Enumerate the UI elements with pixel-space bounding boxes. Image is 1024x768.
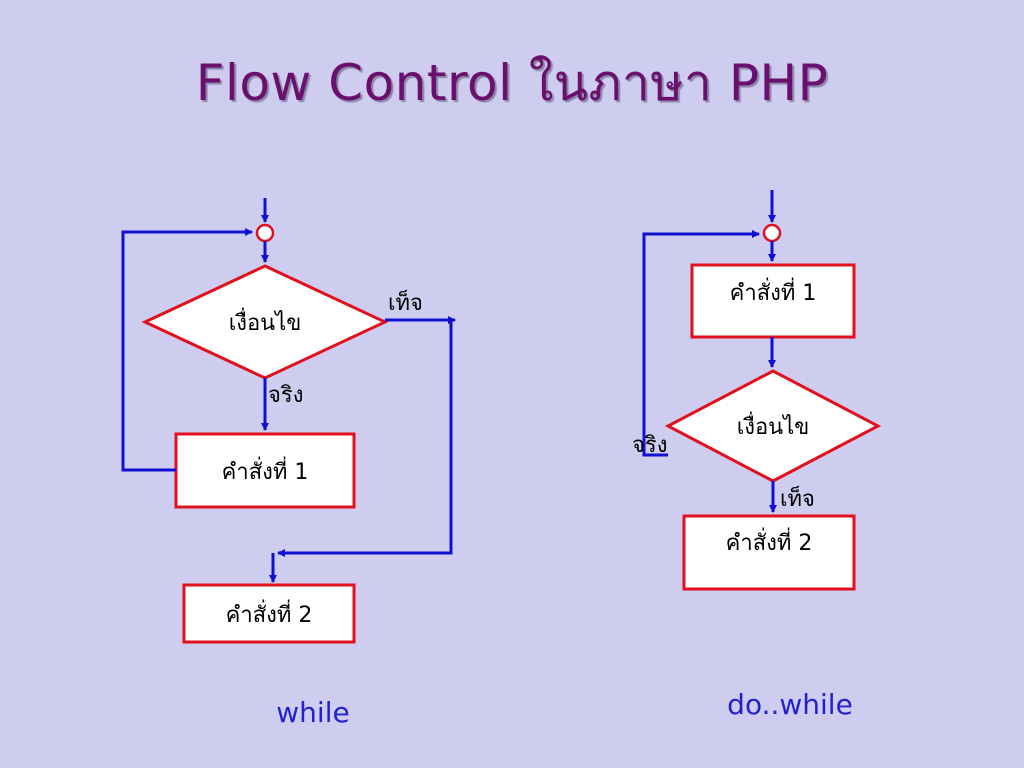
while-condition-text: เงื่อนไข	[229, 307, 302, 336]
while-statement2-text: คำสั่งที่ 2	[226, 599, 313, 628]
dowhile-junction-node	[762, 223, 782, 243]
page-title: Flow Control ในภาษา PHP	[195, 54, 829, 112]
dowhile-caption: do..while	[727, 688, 853, 721]
dowhile-true-label: จริง	[632, 433, 667, 458]
while-diagram: เงื่อนไข จริง คำสั่งที่ 1 เท็จ คำสั่งที่…	[121, 198, 456, 729]
dowhile-false-label: เท็จ	[780, 484, 815, 512]
while-true-label: จริง	[268, 383, 303, 408]
dowhile-statement1-box	[690, 263, 856, 339]
dowhile-diagram: คำสั่งที่ 1 เงื่อนไข จริง เท็จ คำสั่งที่…	[632, 190, 882, 721]
while-false-route	[277, 320, 453, 557]
while-statement1-text: คำสั่งที่ 1	[222, 456, 309, 485]
while-statement1-box	[174, 432, 356, 509]
dowhile-statement2-text: คำสั่งที่ 2	[726, 527, 813, 556]
dowhile-loop-back-arrow	[642, 230, 760, 457]
dowhile-statement1-text: คำสั่งที่ 1	[730, 277, 817, 306]
while-statement2-box	[182, 583, 356, 644]
dowhile-condition-text: เงื่อนไข	[737, 411, 810, 440]
while-false-label: เท็จ	[388, 288, 423, 316]
while-loop-back-arrow	[121, 228, 253, 472]
while-junction-node	[255, 223, 275, 243]
while-caption: while	[276, 696, 349, 729]
dowhile-statement2-box	[682, 514, 856, 591]
